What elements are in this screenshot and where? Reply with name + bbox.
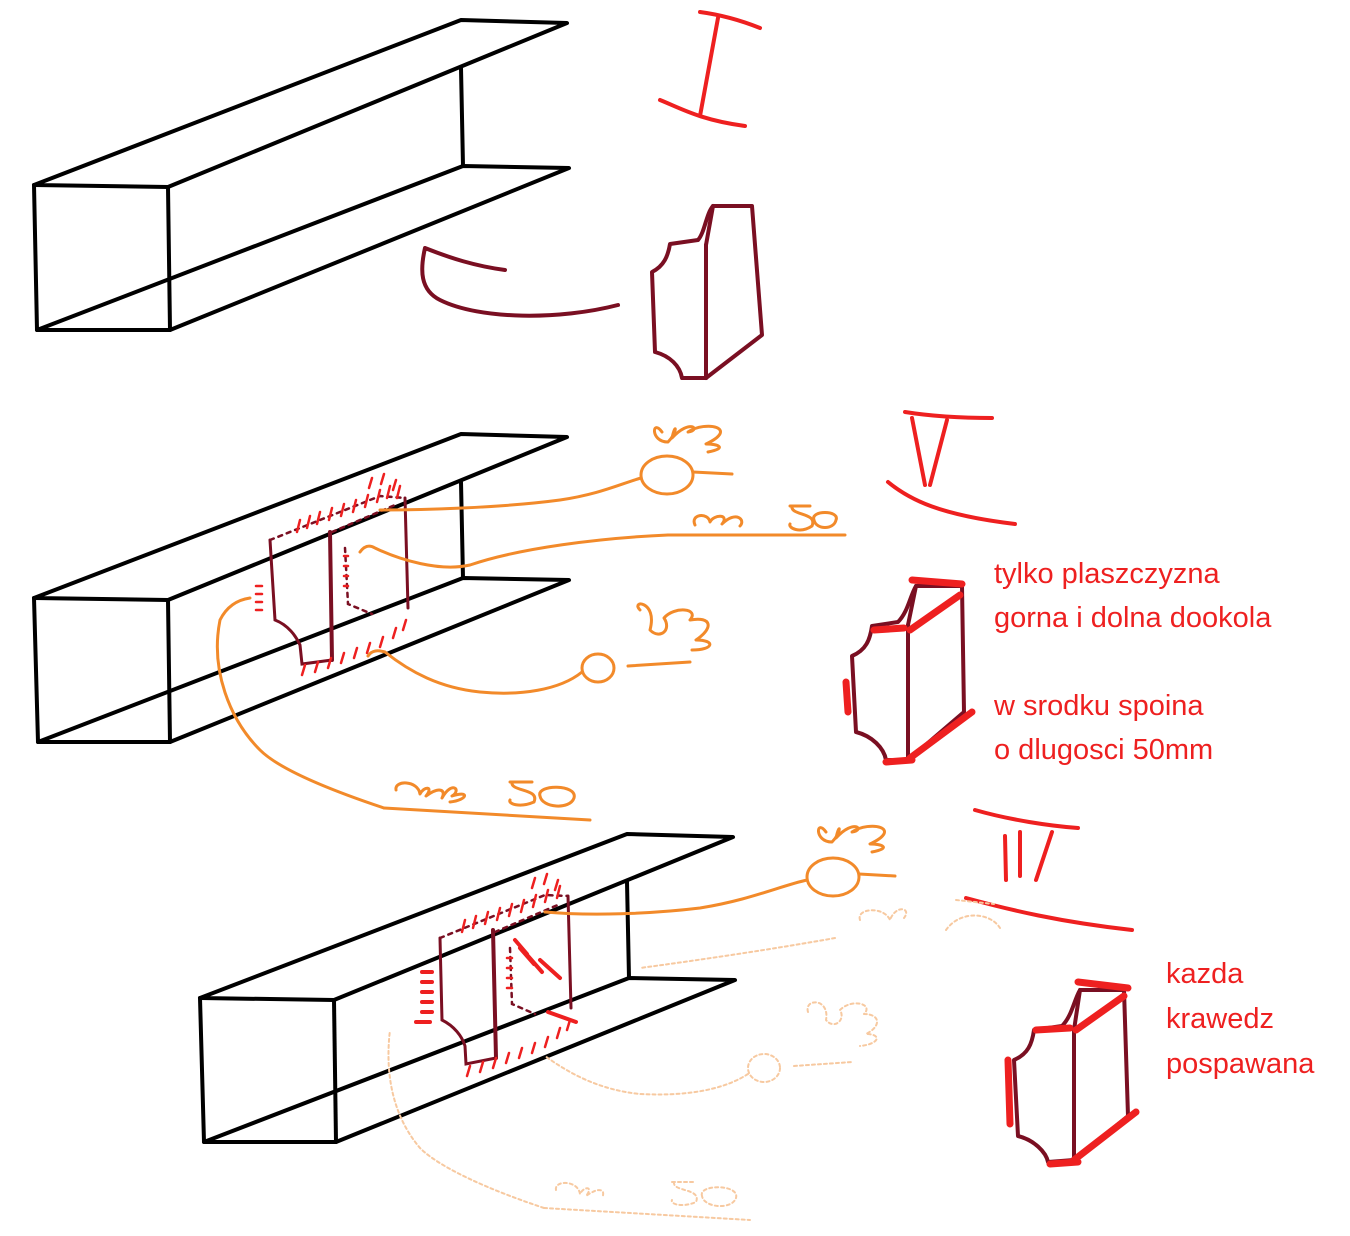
roman-numeral-2 [886, 410, 1017, 526]
stiffener-in-beam-2 [268, 494, 410, 666]
weld-symbol-a3-50-bottom [215, 596, 592, 822]
weld-symbol-a3-side [366, 602, 712, 695]
note-line: pospawana [1166, 1048, 1315, 1080]
note-variant-3-all-edges: kazda krawedz pospawana [1166, 952, 1314, 1087]
note-line: o dlugosci 50mm [994, 734, 1214, 766]
weld-symbols-faint [387, 899, 1001, 1221]
beam-3 [198, 832, 737, 1144]
note-line: w srodku spoina [994, 690, 1204, 722]
welds-beam-3 [414, 872, 578, 1078]
note-line: krawedz [1166, 1003, 1274, 1035]
stiffener-plate-1 [650, 204, 764, 380]
note-variant-2-top-bottom: tylko plaszczyzna gorna i dolna dookola [994, 552, 1271, 640]
note-line: gorna i dolna dookola [994, 602, 1272, 634]
note-line: kazda [1166, 958, 1244, 990]
note-line: tylko plaszczyzna [994, 558, 1220, 590]
weld-symbol-a3-beam-3 [543, 824, 897, 916]
beam-1 [32, 18, 571, 332]
stiffener-plate-2 [842, 576, 976, 766]
stiffener-plate-3 [1004, 978, 1140, 1168]
stiffener-in-beam-3 [438, 893, 573, 1066]
beam-2 [32, 432, 571, 744]
note-variant-2-middle-weld: w srodku spoina o dlugosci 50mm [994, 684, 1213, 772]
roman-numeral-1 [658, 10, 762, 128]
arrow-insert-plate-1 [420, 246, 620, 318]
weld-symbol-a3-50-top [358, 504, 847, 569]
weld-symbol-a3-top [378, 424, 734, 512]
welds-beam-2 [254, 472, 408, 677]
roman-numeral-3 [964, 808, 1134, 932]
